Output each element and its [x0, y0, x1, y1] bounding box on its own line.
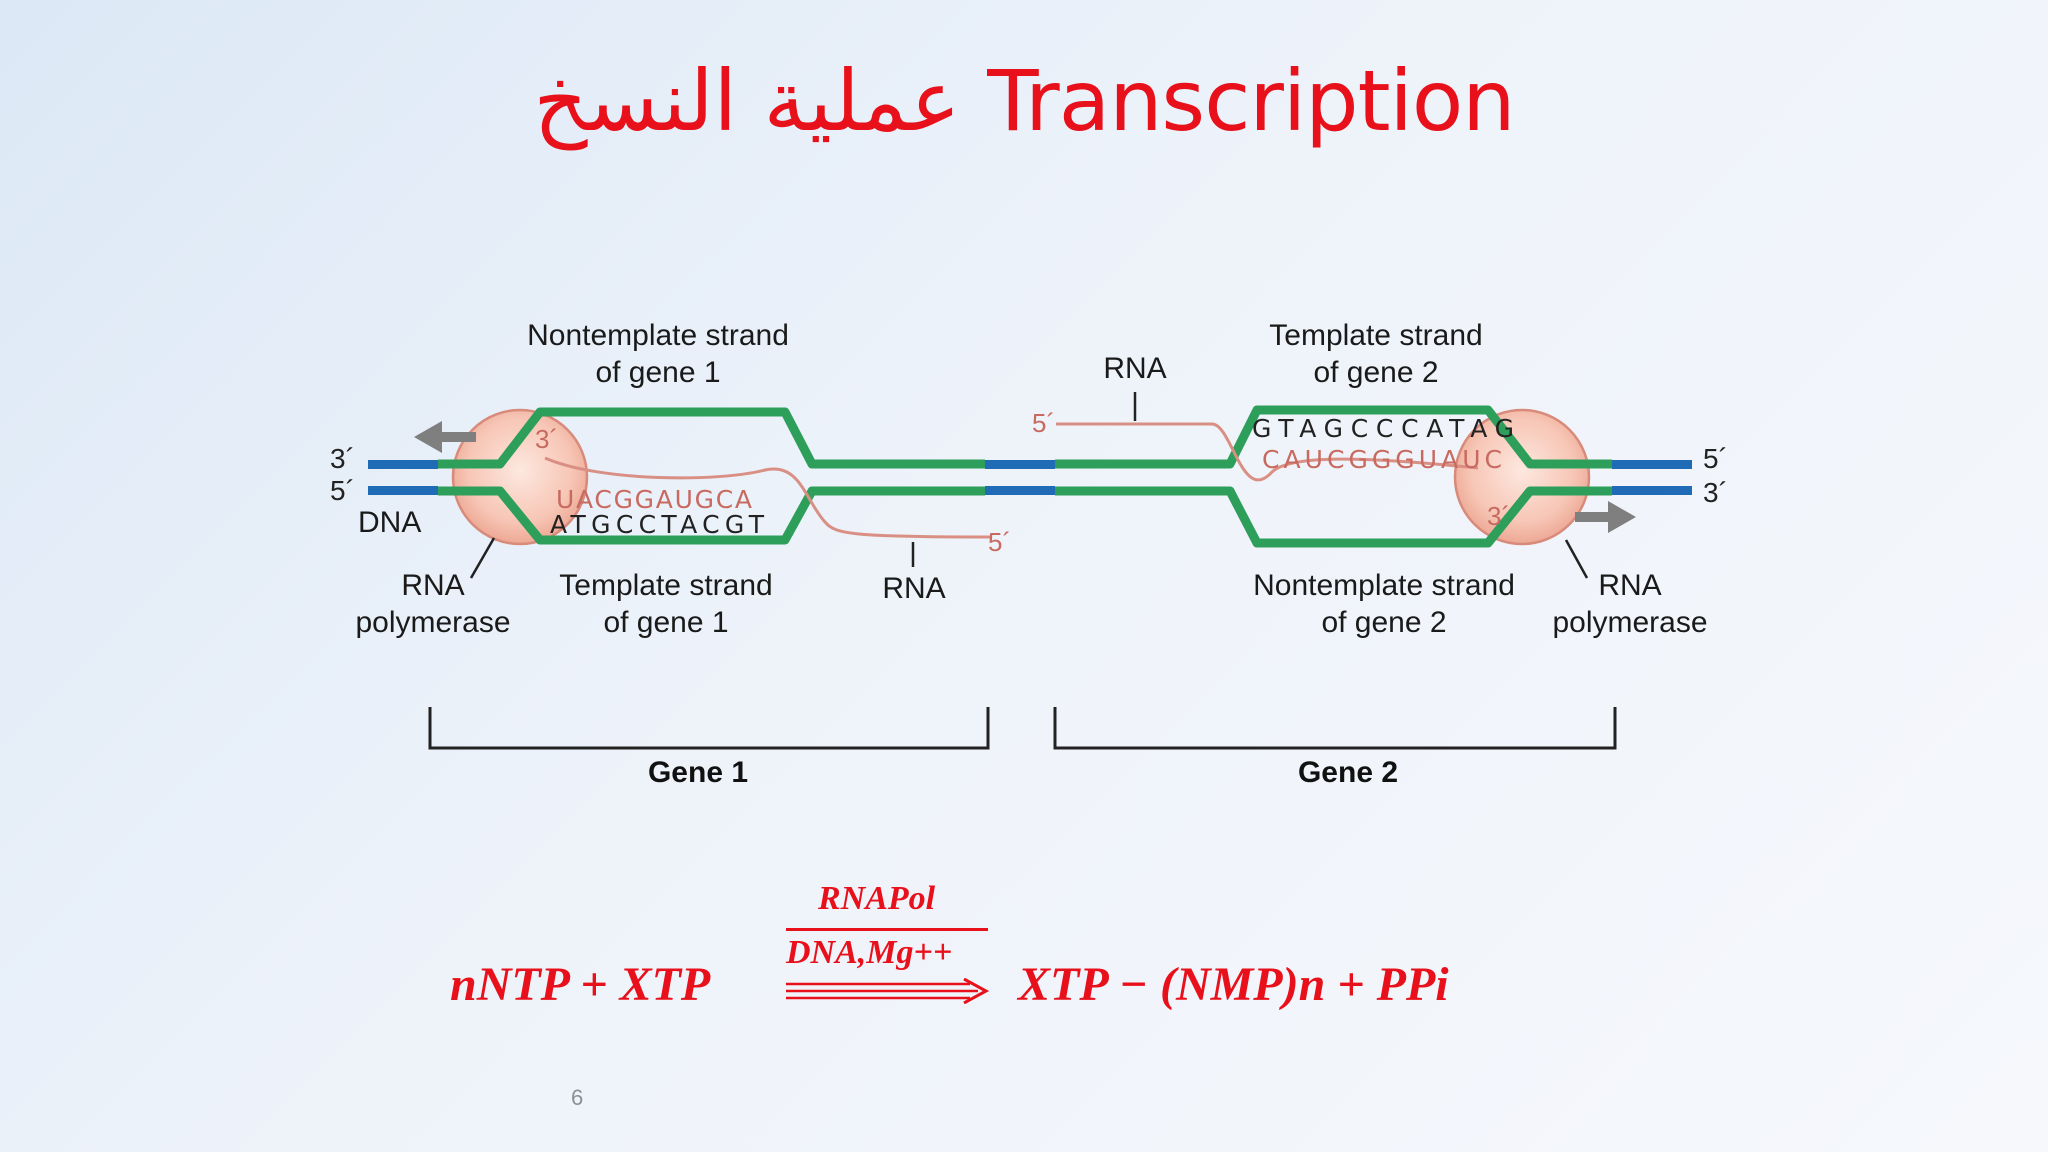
dna-bottom-strand: [438, 486, 1612, 548]
polymerase-arrow-right: [1575, 501, 1636, 533]
equation-above-arrow: RNAPol: [818, 880, 936, 917]
page-number: 6: [571, 1085, 584, 1110]
rna-bottom-5-prime: 5´: [988, 527, 1011, 557]
dna-blue-left-top: [368, 460, 438, 469]
dna-blue-right-top: [1612, 460, 1692, 469]
right-bottom-end: 3´: [1703, 477, 1728, 508]
gene2-label: Gene 2: [1298, 756, 1398, 789]
equation-below-bar: DNA,Mg++: [786, 934, 953, 971]
left-top-end: 3´: [330, 443, 355, 474]
gene2-rna-sequence: CAUCGGGUAUC: [1262, 445, 1502, 474]
gene1-bracket: [428, 707, 990, 750]
dna-blue-mid-bottom: [985, 486, 1055, 495]
slide-title: عملية النسخ Transcription: [533, 52, 1516, 150]
gene1-template-sequence: ATGCCTACGT: [550, 510, 765, 539]
dna-blue-right-bottom: [1612, 486, 1692, 495]
rna2-3-prime: 3´: [1487, 501, 1510, 531]
rna-polymerase-left: [451, 408, 589, 546]
equation-arrow: [786, 978, 990, 1004]
right-top-end: 5´: [1703, 443, 1728, 474]
rna-bottom-label: RNA: [882, 572, 945, 605]
rna-strand-gene2: [1056, 422, 1479, 482]
dna-top-strand: [438, 405, 1612, 469]
rna-polymerase-left-pointer: [469, 537, 496, 579]
dna-blue-left-bottom: [368, 486, 438, 495]
left-bottom-end: 5´: [330, 475, 355, 506]
gene1-rna-sequence: UACGGAUGCA: [556, 485, 752, 514]
polymerase-arrow-left: [414, 421, 476, 453]
gene1-label: Gene 1: [648, 756, 748, 789]
rna-polymerase-right-pointer: [1564, 539, 1589, 579]
gene2-template-sequence: GTAGCCCATAG: [1252, 414, 1514, 443]
equation-left: nNTP + XTP: [450, 958, 711, 1011]
rna1-3-prime: 3´: [535, 424, 558, 454]
gene2-bracket: [1053, 707, 1617, 750]
rna-top-5-prime: 5´: [1032, 408, 1055, 438]
dna-blue-mid-top: [985, 460, 1055, 469]
equation-right: XTP − (NMP)n + PPi: [1018, 958, 1449, 1011]
equation-fraction-bar: [786, 928, 988, 931]
rna-strand-gene1: [544, 456, 991, 539]
rna-top-label: RNA: [1103, 352, 1166, 385]
rna-polymerase-right: [1453, 408, 1591, 546]
dna-label: DNA: [358, 506, 421, 539]
